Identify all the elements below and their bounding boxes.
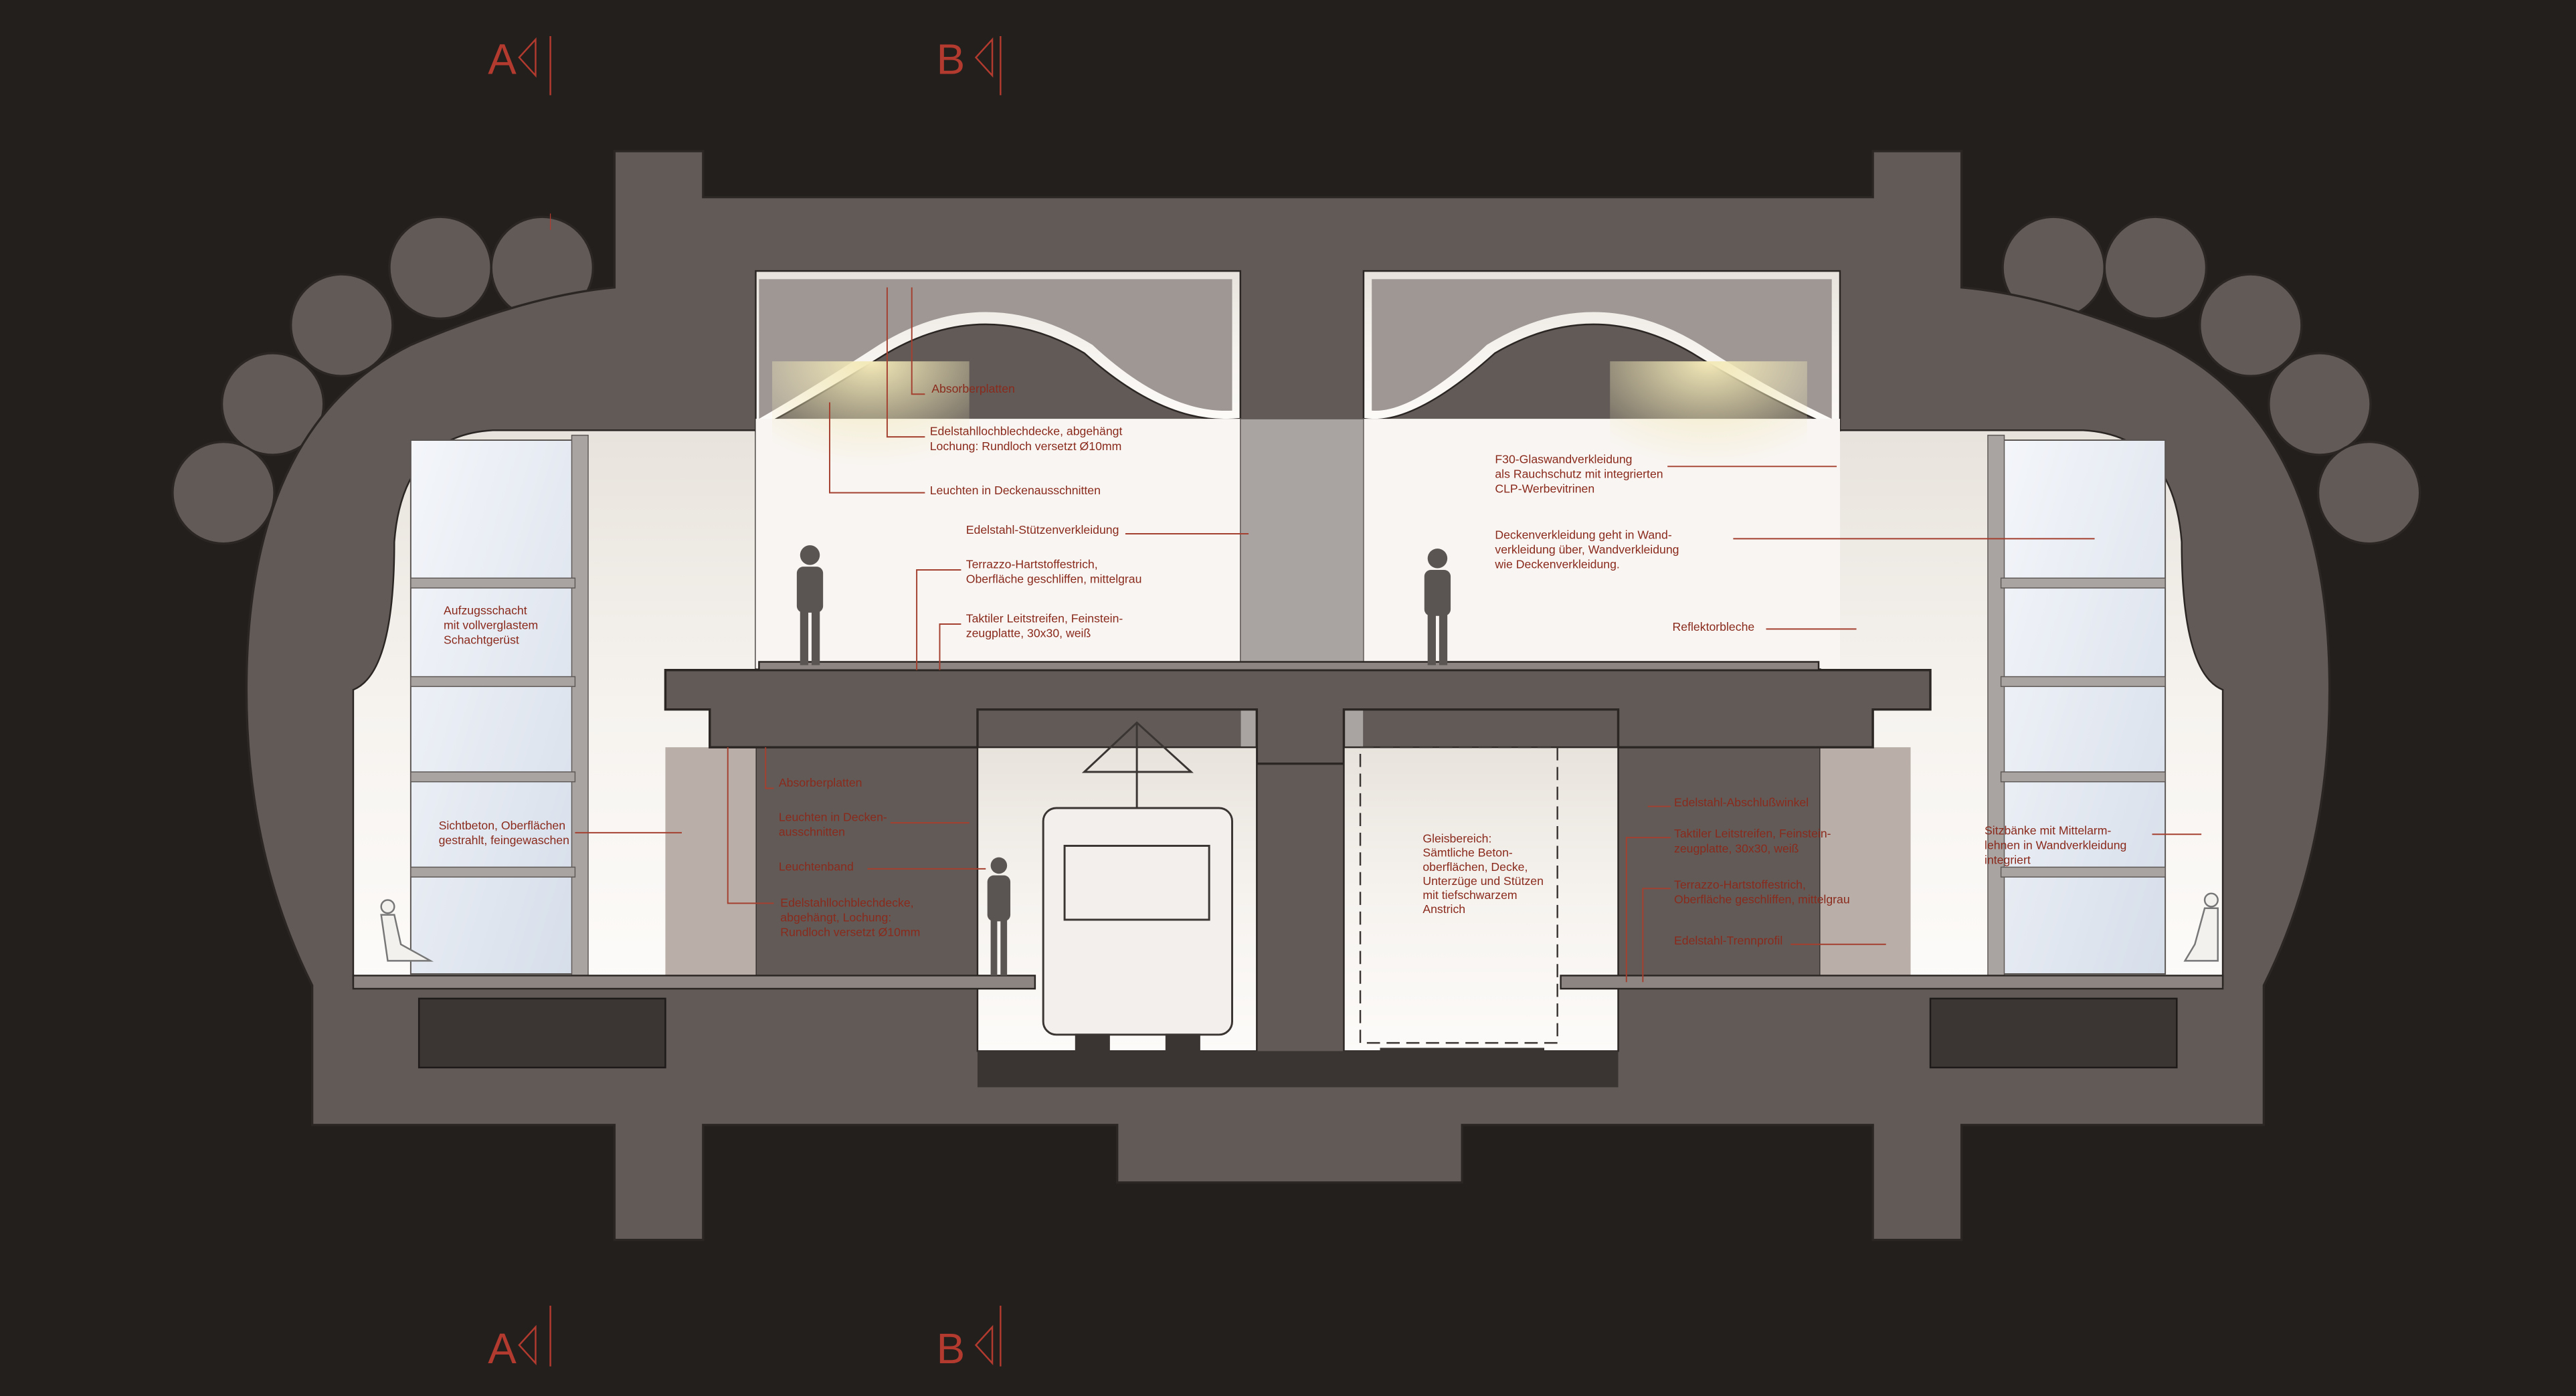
label-edge-angle: Edelstahl-Abschlußwinkel: [1674, 796, 1809, 809]
person-silhouettes: [380, 545, 2219, 976]
elevator-frame-left: [410, 434, 589, 978]
elevator-shaft-right: [2000, 439, 2167, 975]
track-area-right: [1343, 746, 1619, 1052]
annotation-labels: Absorberplatten Edelstahllochblechdecke,…: [439, 382, 2127, 947]
label-absorber-lower: Absorberplatten: [779, 776, 862, 789]
wall-cladding-left: [665, 747, 756, 977]
cable-duct-right: [1929, 997, 2178, 1069]
mezzanine-floor: [758, 661, 1820, 671]
svg-text:B: B: [937, 35, 965, 83]
label-lights-upper: Leuchten in Deckenausschnitten: [930, 484, 1101, 497]
svg-text:A: A: [488, 35, 517, 83]
clearance-profile: [1359, 746, 1558, 1044]
label-lights-lower: Leuchten in Decken-ausschnitten: [779, 811, 887, 839]
bored-piles-right: [2001, 215, 2421, 545]
svg-text:A: A: [488, 1324, 517, 1373]
label-reflectors: Reflektorbleche: [1673, 620, 1755, 633]
label-light-band: Leuchtenband: [779, 860, 854, 873]
label-terrazzo-upper: Terrazzo-Hartstoffestrich,Oberfläche ges…: [966, 558, 1142, 586]
cable-duct-left: [418, 997, 666, 1069]
leader-lines: [575, 287, 2202, 983]
label-track-area: Gleisbereich:Sämtliche Beton-oberflächen…: [1422, 832, 1544, 916]
label-ceiling-cladding: Deckenverkleidung geht in Wand-verkleidu…: [1494, 528, 1679, 571]
label-separation-profile: Edelstahl-Trennprofil: [1674, 934, 1782, 947]
section-marker-top-a: A: [488, 35, 551, 230]
platform-right: [1560, 975, 2224, 990]
label-benches: Sitzbänke mit Mittelarm-lehnen in Wandve…: [1985, 823, 2126, 866]
elevator-frame-right: [1987, 434, 2166, 978]
platform-left: [352, 975, 1036, 990]
label-terrazzo-lower: Terrazzo-Hartstoffestrich,Oberfläche ges…: [1674, 878, 1850, 906]
tram-vehicle: [1042, 721, 1233, 1052]
svg-text:B: B: [937, 1324, 965, 1373]
section-marker-bottom-b: B: [937, 1305, 1002, 1373]
label-tactile-upper: Taktiler Leitstreifen, Feinstein-zeugpla…: [966, 612, 1123, 640]
label-ceiling-lower: Edelstahllochblechdecke,abgehängt, Lochu…: [780, 896, 920, 938]
label-absorber-upper: Absorberplatten: [931, 382, 1015, 395]
elevator-shaft-left: [409, 439, 576, 975]
label-column-cladding: Edelstahl-Stützenverkleidung: [966, 523, 1119, 536]
label-tactile-lower: Taktiler Leitstreifen, Feinstein-zeugpla…: [1674, 827, 1831, 855]
wall-cladding-right: [1820, 747, 1911, 977]
absorber-panels-left: [759, 279, 1232, 419]
section-marker-top-b: B: [937, 35, 1002, 96]
absorber-panels-right: [1372, 279, 1832, 419]
section-marker-bottom-a: A: [488, 1305, 551, 1373]
